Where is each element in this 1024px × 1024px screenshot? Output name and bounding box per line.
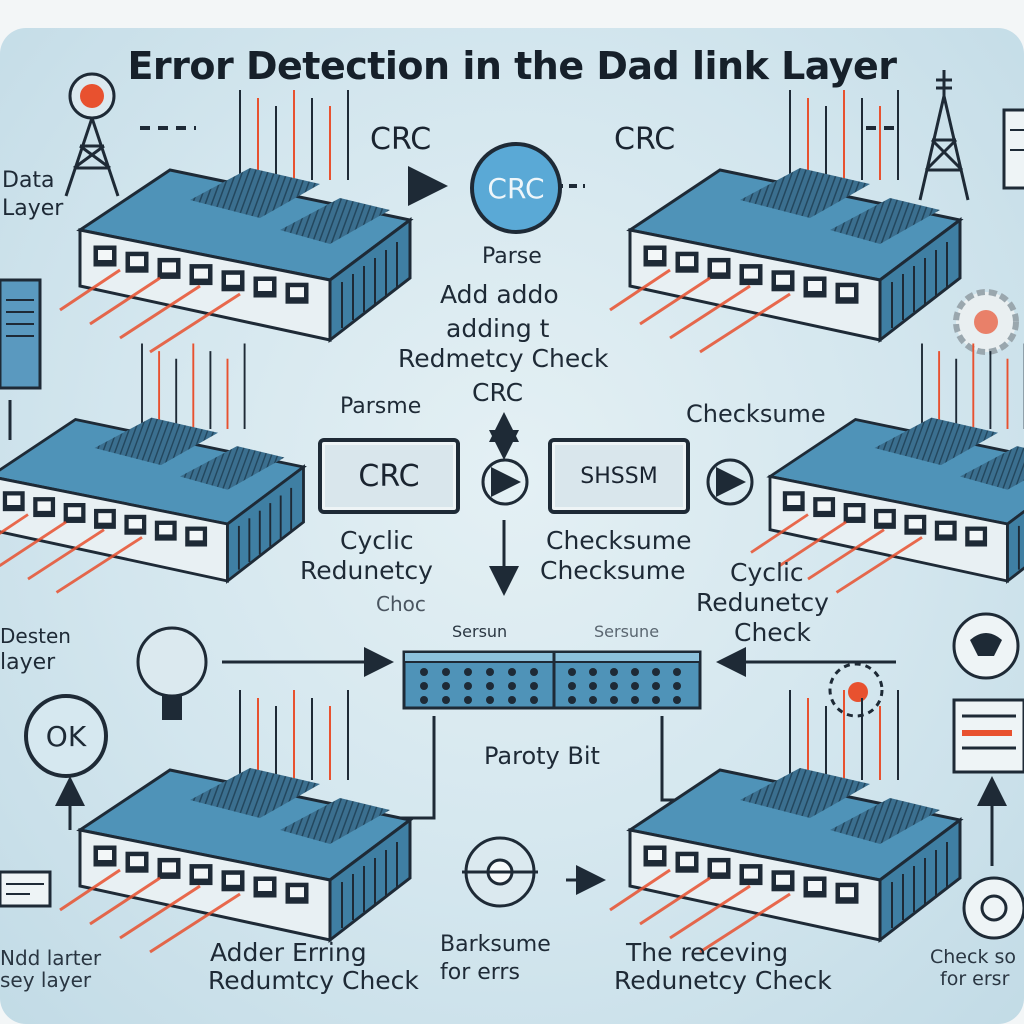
network-switch-icon — [59, 690, 414, 954]
side-left-mid-2: layer — [0, 650, 56, 675]
document-icon — [1002, 108, 1024, 190]
side-left-top-2: Layer — [2, 196, 64, 221]
ok-badge: OK — [24, 694, 108, 778]
side-left-bottom-1: Ndd larter — [0, 946, 102, 970]
cyclic-right-line-2: Redunetcy — [696, 588, 829, 617]
crc-label-right: CRC — [614, 122, 676, 157]
side-right-bottom-2: for ersr — [940, 968, 1010, 990]
bottom-right-line-1: The receving — [626, 938, 789, 967]
bottom-right-line-2: Redunetcy Check — [614, 966, 832, 995]
side-left-top-1: Data — [2, 168, 55, 193]
side-right-bottom-1: Check so — [930, 946, 1017, 968]
crc-label-left: CRC — [370, 122, 432, 157]
central-hub-device — [402, 650, 702, 710]
network-switch-icon — [609, 90, 964, 354]
diagram-title: Error Detection in the Dad link Layer — [127, 44, 897, 88]
bottom-left-line-2: Redumtcy Check — [208, 966, 419, 995]
server-icon — [0, 278, 42, 390]
center-line-1: Parse — [482, 244, 542, 269]
network-switch-icon — [609, 690, 964, 954]
crc-box: CRC — [318, 438, 460, 514]
lock-icon — [136, 626, 208, 720]
crc-badge: CRC — [470, 142, 562, 234]
crc-box-label: CRC — [358, 458, 420, 494]
cyclic-right-line-1: Cyclic — [730, 558, 804, 587]
arrow-circle-icon — [706, 458, 754, 506]
parsme-label: Parsme — [340, 394, 422, 419]
alert-icon — [828, 662, 884, 718]
gear-icon — [953, 289, 1019, 355]
hub-label-right: Sersune — [594, 622, 660, 641]
shssm-box: SHSSM — [548, 438, 690, 514]
center-line-3: adding t — [446, 314, 550, 343]
bottom-mid-line-1: Barksume — [440, 932, 551, 957]
checksume-line-1: Checksume — [546, 526, 692, 555]
center-line-2: Add addo — [440, 280, 559, 309]
cyclic-left-line-2: Redunetcy — [300, 556, 433, 585]
cyclic-right-line-3: Check — [734, 618, 811, 647]
target-icon — [462, 836, 538, 908]
bottom-mid-line-2: for errs — [440, 960, 520, 985]
network-switch-icon — [59, 90, 414, 354]
center-line-5: CRC — [472, 378, 524, 407]
network-switch-icon — [0, 343, 307, 594]
parity-bit-label: Paroty Bit — [484, 742, 600, 770]
checksume-line-2: Checksume — [540, 556, 686, 585]
signal-tower-icon — [64, 72, 120, 197]
signal-tower-icon — [918, 70, 970, 201]
side-left-bottom-2: sey layer — [0, 968, 92, 992]
bottom-left-line-1: Adder Erring — [210, 938, 367, 967]
cyclic-left-line-1: Cyclic — [340, 526, 414, 555]
hub-label-left: Sersun — [452, 622, 508, 641]
shssm-box-label: SHSSM — [580, 463, 658, 489]
center-line-4: Redmetcy Check — [398, 344, 609, 373]
side-left-mid-1: Desten — [0, 624, 71, 648]
globe-icon — [962, 876, 1024, 940]
monitor-icon — [952, 698, 1024, 774]
checksume-top-label: Checksume — [686, 400, 826, 428]
network-switch-icon — [750, 343, 1024, 594]
crc-badge-label: CRC — [487, 171, 545, 205]
shield-icon — [952, 612, 1020, 680]
small-monitor-icon — [0, 870, 52, 908]
cyclic-left-line-3: Choc — [376, 592, 426, 616]
ok-badge-label: OK — [45, 719, 87, 753]
arrow-circle-icon — [481, 458, 529, 506]
